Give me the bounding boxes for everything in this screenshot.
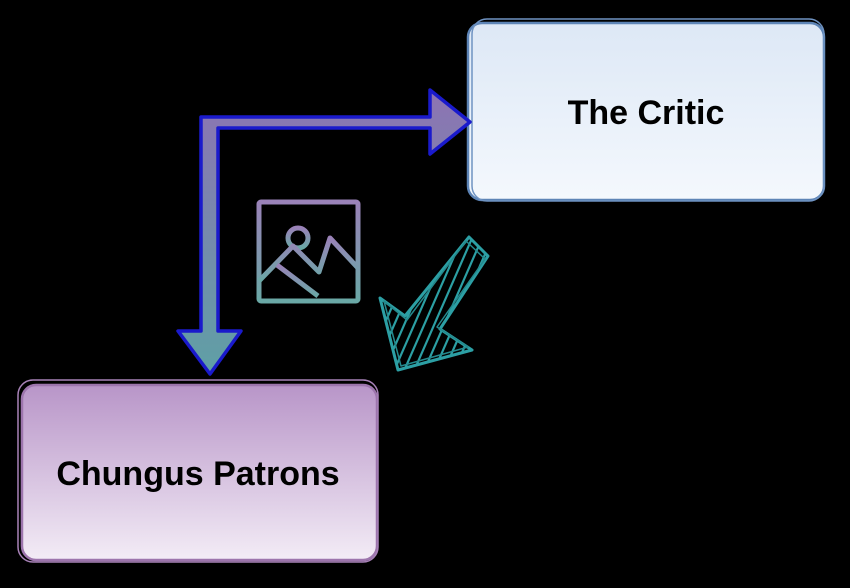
node-the-critic[interactable]: The Critic xyxy=(466,18,826,202)
node-chungus-patrons-label: Chungus Patrons xyxy=(56,455,339,493)
connector-arrow xyxy=(176,88,472,376)
node-chungus-patrons[interactable]: Chungus Patrons xyxy=(17,379,379,563)
image-placeholder-icon xyxy=(256,199,361,304)
hatched-arrow-icon xyxy=(378,235,490,372)
node-the-critic-label: The Critic xyxy=(568,94,725,132)
